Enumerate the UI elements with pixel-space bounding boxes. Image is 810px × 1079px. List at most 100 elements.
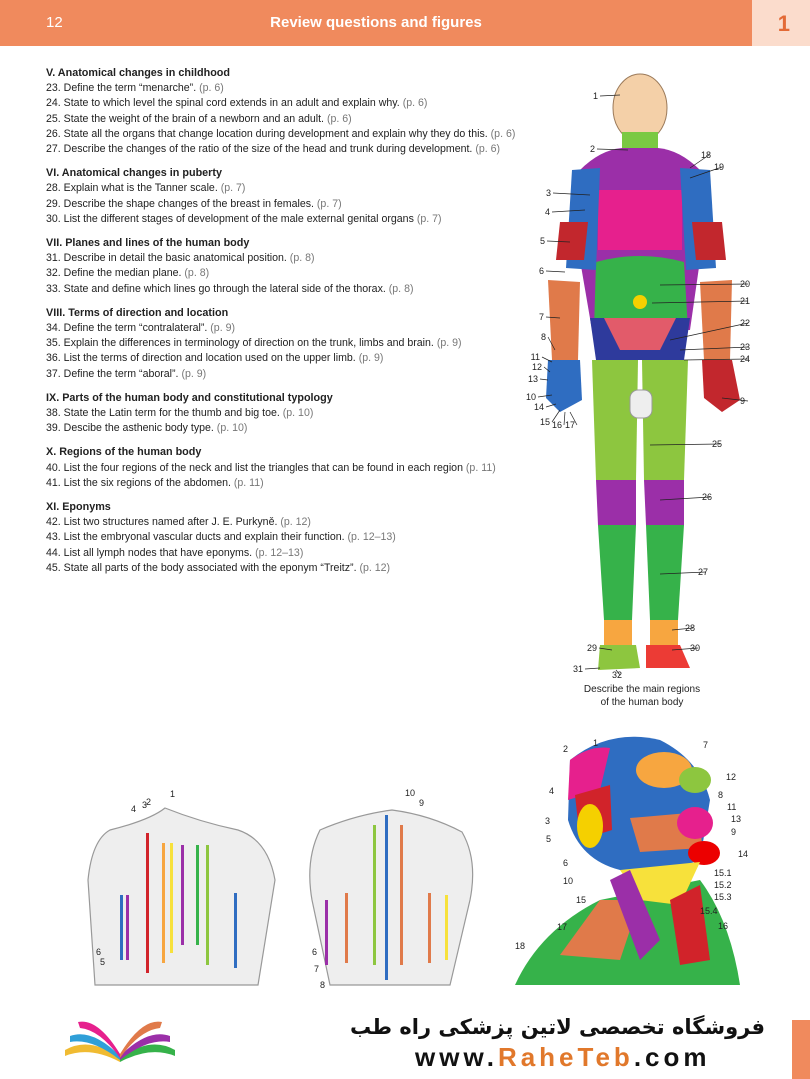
head-region-label: 15.2 <box>714 880 732 890</box>
question-number: 30. <box>46 212 64 225</box>
question-item: 36. List the terms of direction and loca… <box>46 351 546 366</box>
question-item: 44. List all lymph nodes that have epony… <box>46 546 546 561</box>
chapter-number: 1 <box>777 11 790 36</box>
question-text: List the terms of direction and location… <box>63 352 359 365</box>
question-number: 40. <box>46 461 64 474</box>
body-region-label-leader <box>545 270 566 273</box>
body-region-label: 7 <box>539 312 544 322</box>
posterior-triangle <box>560 900 640 960</box>
head-region-label: 15.4 <box>700 906 718 916</box>
book-page-4 <box>120 1044 175 1062</box>
page-reference: (p. 12–13) <box>255 546 304 559</box>
caption-line-2: of the human body <box>600 697 684 708</box>
oral-region <box>677 807 713 839</box>
body-region-label: 22 <box>740 318 750 328</box>
right-forearm <box>700 280 732 360</box>
body-region-label: 6 <box>539 266 544 276</box>
body-region-label: 14 <box>534 402 544 412</box>
thorax-line-label: 1 <box>170 789 175 799</box>
body-region-label-leader <box>584 667 601 670</box>
body-region-label-leader <box>683 358 749 361</box>
body-region-label-leader <box>551 409 561 423</box>
section-heading: X. Regions of the human body <box>46 446 202 459</box>
question-text: Explain what is the Tanner scale. <box>63 182 221 195</box>
occipital-region <box>568 747 610 800</box>
question-text: State and define which lines go through … <box>63 282 389 295</box>
side-tab <box>792 1020 810 1079</box>
question-number: 29. <box>46 197 64 210</box>
body-region-label-leader <box>689 166 723 179</box>
page-reference: (p. 6) <box>490 127 516 140</box>
question-text: State the weight of the brain of a newbo… <box>63 112 327 125</box>
left-foot <box>598 645 640 670</box>
temporal-region <box>636 752 692 788</box>
paravertebral-right <box>400 825 403 965</box>
body-region-label-leader <box>545 403 557 408</box>
question-text: List all lymph nodes that have eponyms. <box>63 546 256 559</box>
head-region-label: 12 <box>726 772 736 782</box>
body-region-label: 32 <box>612 670 622 680</box>
body-region-label-leader <box>671 647 699 651</box>
question-number: 35. <box>46 337 64 350</box>
section-heading: XI. Eponyms <box>46 501 111 514</box>
body-region-label-leader <box>547 336 556 351</box>
question-item: 40. List the four regions of the neck an… <box>46 461 546 476</box>
body-region-label: 15 <box>540 417 550 427</box>
body-region-label: 5 <box>540 236 545 246</box>
section-heading: VII. Planes and lines of the human body <box>46 237 250 250</box>
head-region-label: 5 <box>546 834 551 844</box>
url-prefix: www. <box>415 1042 498 1072</box>
question-number: 27. <box>46 143 64 156</box>
auricle <box>577 804 603 848</box>
head-neck-regions-figure: 12345678910111213141515.115.215.315.4161… <box>515 736 748 985</box>
body-region-label-leader <box>551 209 586 213</box>
url-brand: RaheTeb <box>497 1042 634 1072</box>
back-line-label: 7 <box>314 964 319 974</box>
back-outline <box>309 809 474 986</box>
back-line-label: 9 <box>419 798 424 808</box>
lateral-neck <box>670 885 710 965</box>
body-region-label-leader <box>689 154 710 169</box>
page-reference: (p. 9) <box>210 322 236 335</box>
body-region-label-leader <box>721 397 749 402</box>
page-reference: (p. 9) <box>436 337 462 350</box>
book-page-3 <box>78 1021 120 1058</box>
right-hand <box>702 360 740 412</box>
back-line-label: 8 <box>320 980 325 990</box>
left-hand <box>546 360 582 412</box>
thorax-line-label: 6 <box>96 947 101 957</box>
head-region-label: 15 <box>576 895 586 905</box>
left-thigh <box>592 360 638 480</box>
body-region-label: 12 <box>532 362 542 372</box>
page-reference: (p. 6) <box>475 143 501 156</box>
body-region-label: 11 <box>531 352 540 362</box>
body-region-label: 1 <box>593 91 598 101</box>
question-number: 41. <box>46 476 64 489</box>
book-page-6 <box>120 1021 162 1058</box>
page-reference: (p. 9) <box>358 352 384 365</box>
parasternal-line <box>162 843 165 963</box>
page-reference: (p. 7) <box>220 182 246 195</box>
question-section: IX. Parts of the human body and constitu… <box>46 391 546 437</box>
umbilicus-region <box>633 295 647 309</box>
body-region-label-leader <box>563 411 566 426</box>
head-region-label: 18 <box>515 941 525 951</box>
head-region-label: 4 <box>549 786 554 796</box>
head-region-label: 15.1 <box>714 868 732 878</box>
body-region-label-leader <box>659 283 749 286</box>
head-shape <box>612 73 668 143</box>
head-region-label: 6 <box>563 858 568 868</box>
body-region-label: 2 <box>590 144 595 154</box>
store-url[interactable]: www.RaheTeb.com <box>415 1042 711 1073</box>
page-header: 12 Review questions and figures <box>0 0 752 46</box>
question-text: Explain the differences in terminology o… <box>63 337 437 350</box>
head-region-label: 7 <box>703 740 708 750</box>
back-line-label: 10 <box>405 788 415 798</box>
question-item: 31. Describe in detail the basic anatomi… <box>46 251 546 266</box>
body-region-label: 8 <box>541 332 546 342</box>
page-reference: (p. 8) <box>184 267 210 280</box>
